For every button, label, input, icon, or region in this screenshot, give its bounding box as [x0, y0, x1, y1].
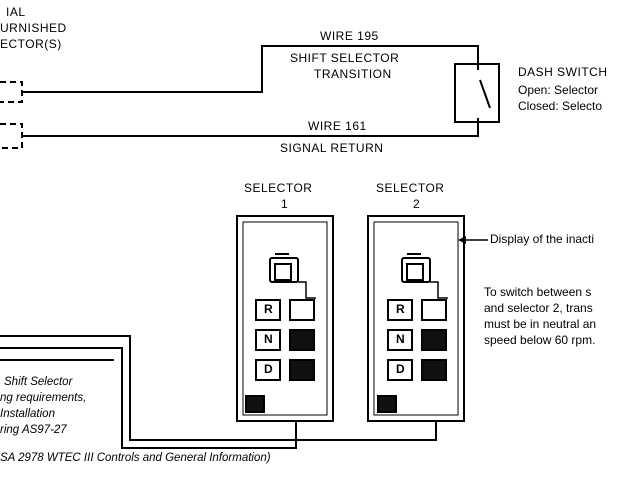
harness-title-line-2: URNISHED [0, 21, 67, 35]
harness-title-line-3: ECTOR(S) [0, 37, 62, 51]
selector-1-housing [236, 215, 334, 422]
connector-stub-bottom [0, 123, 23, 149]
wire-161-line [22, 118, 479, 137]
selector-2-key-r: R [396, 302, 405, 316]
dash-switch-contact [479, 79, 491, 109]
selector-2-housing [367, 215, 465, 422]
selector-1-key-n: N [264, 332, 273, 346]
selector-1-number: 1 [281, 197, 289, 211]
selector-2-keypad [377, 253, 448, 413]
selector-1-key-d: D [264, 362, 273, 376]
wire-161-label: WIRE 161 [308, 119, 367, 133]
selector-2-key-n: N [396, 332, 405, 346]
reference-line-3: Installation [0, 408, 55, 420]
harness-title-line-1: IAL [6, 5, 26, 19]
display-inactive-note: Display of the inacti [490, 232, 595, 246]
dash-switch-box [454, 63, 500, 123]
switch-note-line-1: To switch between s [484, 285, 592, 299]
reference-line-5: SA 2978 WTEC III Controls and General In… [0, 452, 271, 464]
dash-switch-open: Open: Selector [518, 83, 599, 97]
wire-195-label: WIRE 195 [320, 29, 379, 43]
harness-wire-inner [0, 347, 297, 449]
switch-note-line-3: must be in neutral an [484, 317, 597, 331]
selector-2-title: SELECTOR [376, 181, 445, 195]
dash-switch-title: DASH SWITCH [518, 65, 608, 79]
selector-1-title: SELECTOR [244, 181, 313, 195]
wire-195-line [22, 45, 479, 93]
selector-1-key-r: R [264, 302, 273, 316]
shift-transition-label-2: TRANSITION [314, 67, 392, 81]
shift-transition-label-1: SHIFT SELECTOR [290, 51, 400, 65]
connector-stub-top [0, 81, 23, 103]
reference-line-1: Shift Selector [4, 376, 73, 388]
signal-return-label: SIGNAL RETURN [280, 141, 384, 155]
switch-note-line-4: speed below 60 rpm. [484, 333, 596, 347]
harness-wire-outer [0, 335, 437, 441]
selector-2-key-d: D [396, 362, 405, 376]
switch-note-line-2: and selector 2, trans [484, 301, 593, 315]
selector-2-number: 2 [413, 197, 421, 211]
reference-line-4: ring AS97-27 [0, 424, 67, 436]
dash-switch-closed: Closed: Selecto [518, 99, 603, 113]
reference-line-2: ng requirements, [0, 392, 87, 404]
selector-1-keypad [245, 253, 316, 413]
